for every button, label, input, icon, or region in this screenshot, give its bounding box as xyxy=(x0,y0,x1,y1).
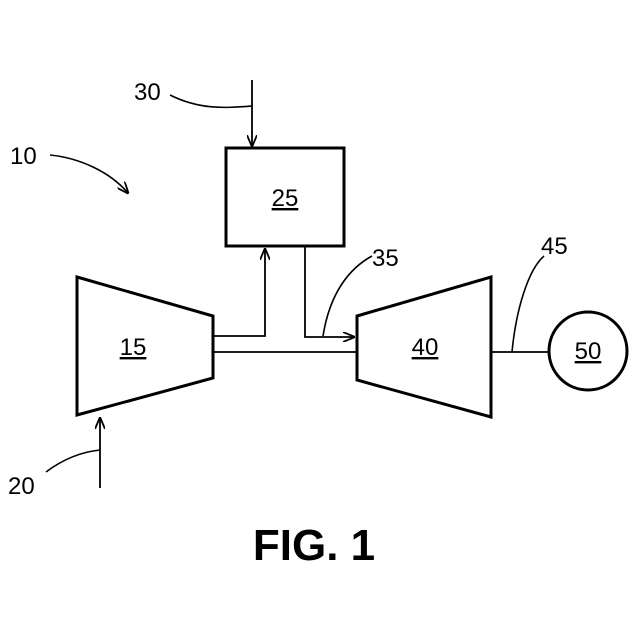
ref-label-system: 10 xyxy=(10,143,37,170)
figure-caption: FIG. 1 xyxy=(253,521,375,570)
turbine-label: 40 xyxy=(412,334,439,361)
system-leader-arrow xyxy=(50,155,128,193)
combustor-label: 25 xyxy=(272,185,299,212)
load-label: 50 xyxy=(575,338,602,365)
compressed-air-line xyxy=(213,249,265,336)
combustion-gas-line xyxy=(305,246,354,337)
fuel-leader xyxy=(170,95,252,107)
compressor-label: 15 xyxy=(120,334,147,361)
ref-label-combustion-gas: 35 xyxy=(372,245,399,272)
inlet-air-leader xyxy=(46,450,100,472)
ref-label-shaft: 45 xyxy=(541,233,568,260)
ref-label-inlet-air: 20 xyxy=(8,473,35,500)
combustion-gas-leader xyxy=(323,256,372,336)
shaft-leader xyxy=(512,256,544,352)
ref-label-fuel: 30 xyxy=(134,79,161,106)
